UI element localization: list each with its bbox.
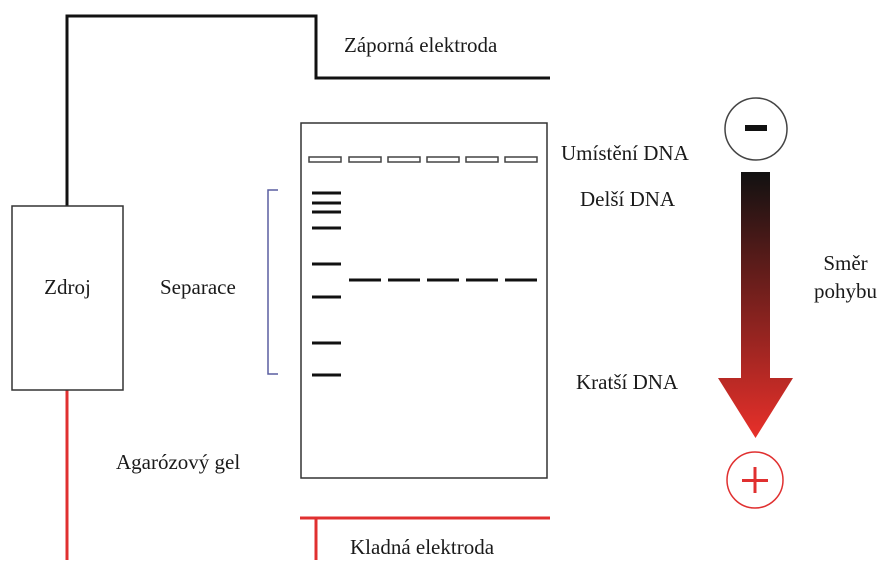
negative-electrode-label: Záporná elektroda (344, 33, 498, 57)
ladder-band (312, 373, 341, 377)
power-source-label: Zdroj (44, 275, 91, 299)
gel-well (426, 156, 460, 163)
ladder-band (312, 191, 341, 195)
plus-vertical (753, 467, 757, 493)
direction-label-line2: pohybu (814, 279, 877, 303)
dna-ladder (312, 191, 341, 377)
gel-well (504, 156, 538, 163)
sample-band (427, 278, 459, 282)
gel-well (308, 156, 342, 163)
shorter-dna-label: Kratší DNA (576, 370, 679, 394)
ladder-band (312, 262, 341, 266)
ladder-band (312, 341, 341, 345)
sample-band (466, 278, 498, 282)
negative-wire (65, 14, 550, 206)
positive-electrode-label: Kladná elektroda (350, 535, 495, 559)
sample-band (505, 278, 537, 282)
dna-position-label: Umístění DNA (561, 141, 689, 165)
power-source-box (11, 205, 124, 391)
ladder-band (312, 226, 341, 230)
separation-label: Separace (160, 275, 236, 299)
ladder-band (312, 201, 341, 205)
longer-dna-label: Delší DNA (580, 187, 676, 211)
sample-bands (349, 278, 537, 282)
direction-arrow (718, 172, 793, 438)
gel-well (348, 156, 382, 163)
sample-band (388, 278, 420, 282)
minus-sign-icon (745, 125, 767, 131)
separation-bracket (267, 189, 278, 375)
gel-well (465, 156, 499, 163)
ladder-band (312, 210, 341, 214)
agarose-gel-label: Agarózový gel (116, 450, 241, 474)
gel-wells (308, 156, 538, 163)
agarose-gel (300, 122, 548, 479)
sample-band (349, 278, 381, 282)
direction-label-line1: Směr (823, 251, 868, 275)
ladder-band (312, 295, 341, 299)
gel-well (387, 156, 421, 163)
